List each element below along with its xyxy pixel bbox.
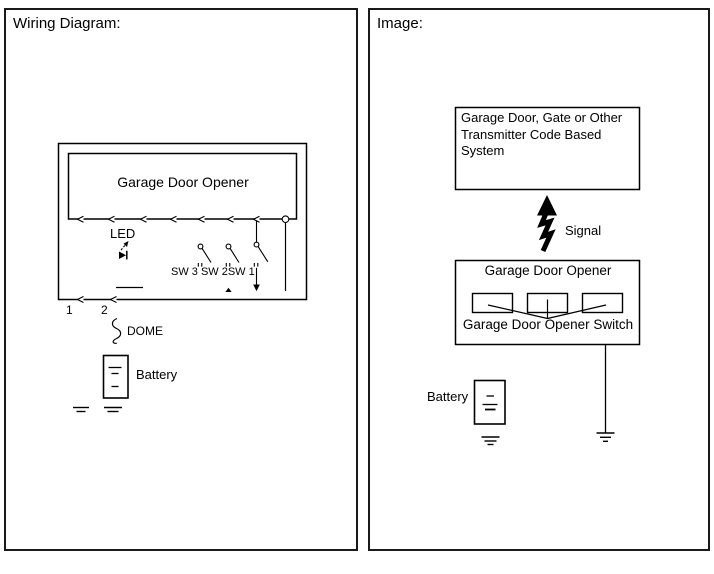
dome-label: DOME bbox=[127, 324, 163, 338]
opener-switch-label: Garage Door Opener Switch bbox=[462, 317, 634, 332]
image-panel-title: Image: bbox=[377, 15, 423, 32]
led-label: LED bbox=[110, 226, 136, 241]
wiring-diagram-panel bbox=[4, 8, 358, 551]
opener-box-title: Garage Door Opener bbox=[484, 263, 612, 278]
battery-label: Battery bbox=[136, 367, 178, 382]
signal-label: Signal bbox=[565, 223, 602, 238]
image-panel bbox=[368, 8, 710, 551]
terminal-1-label: 1 bbox=[66, 303, 73, 317]
transmitter-box-label: Garage Door, Gate or Other Transmitter C… bbox=[461, 110, 623, 158]
terminal-2-label: 2 bbox=[101, 303, 108, 317]
opener-box-label: Garage Door Opener bbox=[117, 174, 249, 190]
switch-labels: SW 3 SW 2SW 1 bbox=[171, 266, 255, 278]
wiring-diagram-title: Wiring Diagram: bbox=[13, 15, 121, 32]
battery-label: Battery bbox=[427, 389, 469, 404]
